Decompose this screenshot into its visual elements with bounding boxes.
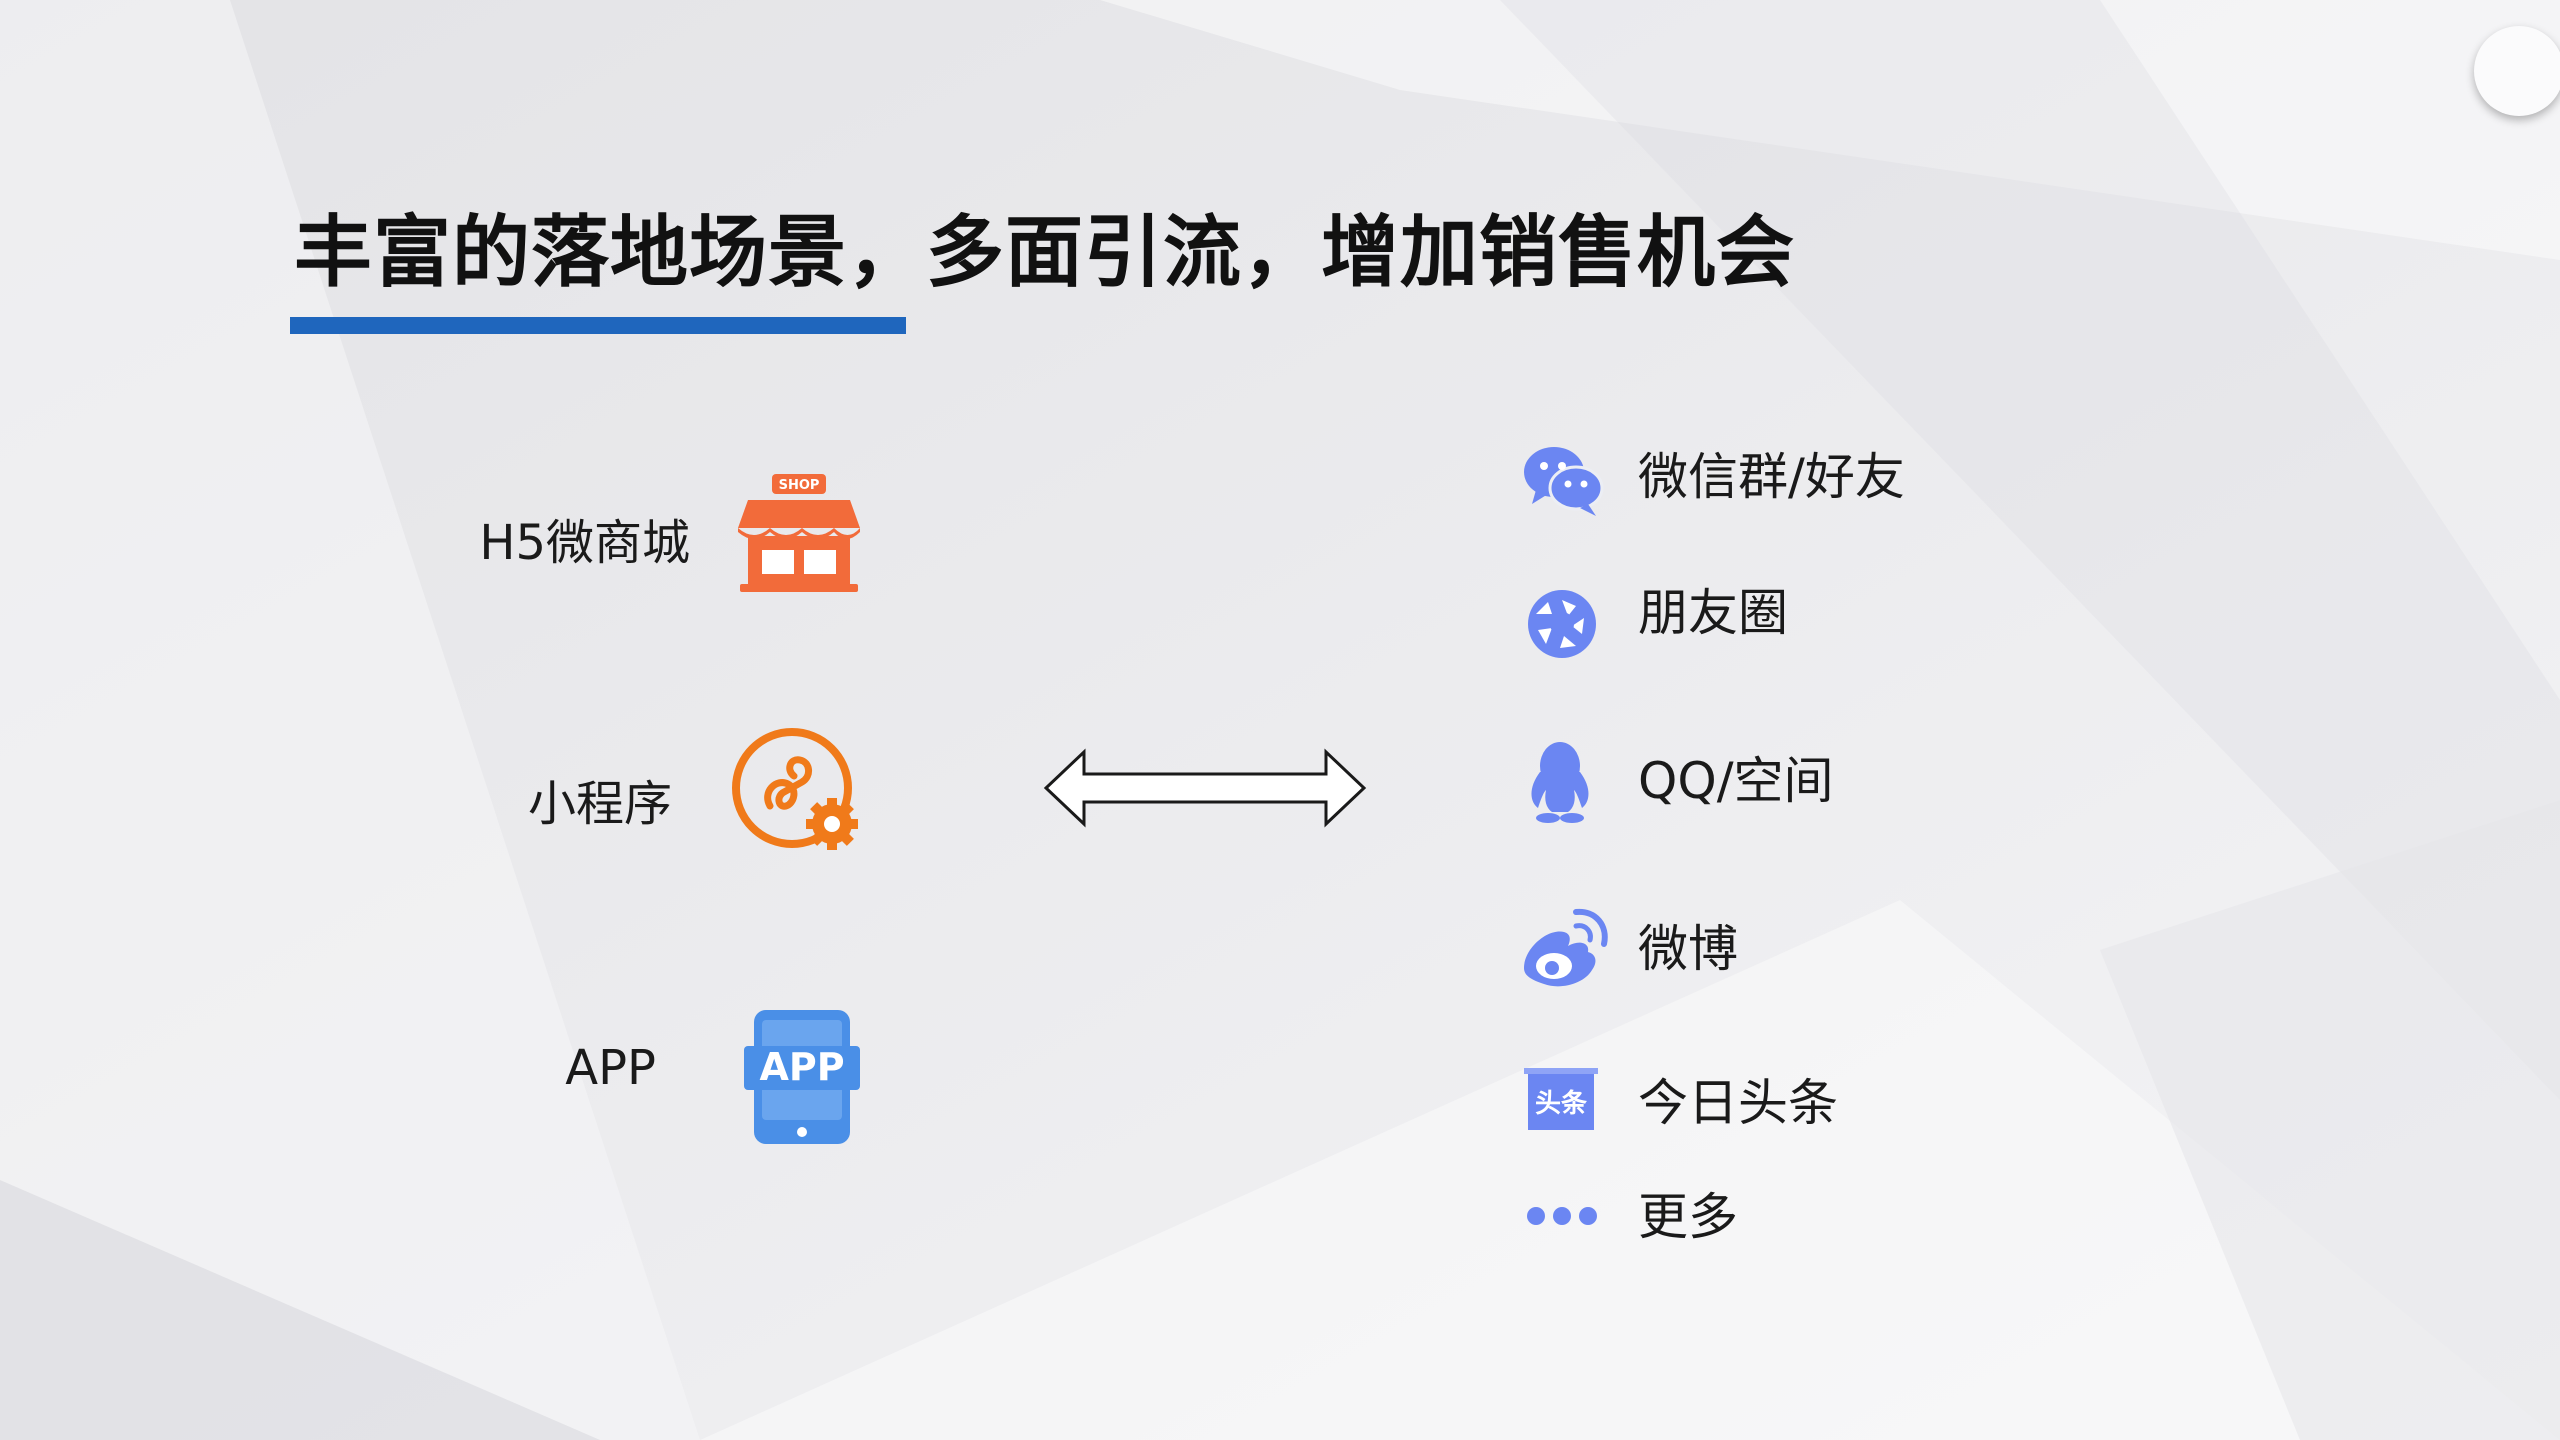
slide-title: 丰富的落地场景，多面引流，增加销售机会 [294, 208, 1796, 298]
toutiao-icon: 头条 [1518, 1058, 1608, 1148]
channel-label-more: 更多 [1638, 1188, 1738, 1246]
app-icon-text: APP [759, 1045, 844, 1089]
toutiao-icon-text: 头条 [1535, 1089, 1588, 1119]
moments-icon [1518, 568, 1608, 658]
channel-label-toutiao: 今日头条 [1638, 1074, 1838, 1132]
shop-sign-text: SHOP [779, 478, 820, 493]
weibo-icon [1518, 904, 1608, 994]
left-label-app: APP [565, 1040, 656, 1096]
left-label-h5-mall: H5微商城 [479, 515, 690, 571]
mini-program-icon [732, 726, 860, 854]
channel-label-moments: 朋友圈 [1638, 584, 1788, 642]
channel-label-wechat: 微信群/好友 [1638, 448, 1905, 506]
double-arrow-icon [1040, 748, 1370, 832]
shop-icon: SHOP [734, 472, 864, 594]
channel-label-qq: QQ/空间 [1638, 752, 1834, 810]
channel-label-weibo: 微博 [1638, 920, 1738, 978]
left-label-mini-program: 小程序 [527, 776, 672, 832]
app-phone-icon: APP [744, 1010, 860, 1144]
title-underline [290, 317, 906, 334]
qq-icon [1518, 736, 1608, 826]
corner-decoration-circle [2474, 26, 2560, 116]
more-dots-icon [1518, 1172, 1608, 1262]
wechat-icon [1518, 432, 1608, 522]
